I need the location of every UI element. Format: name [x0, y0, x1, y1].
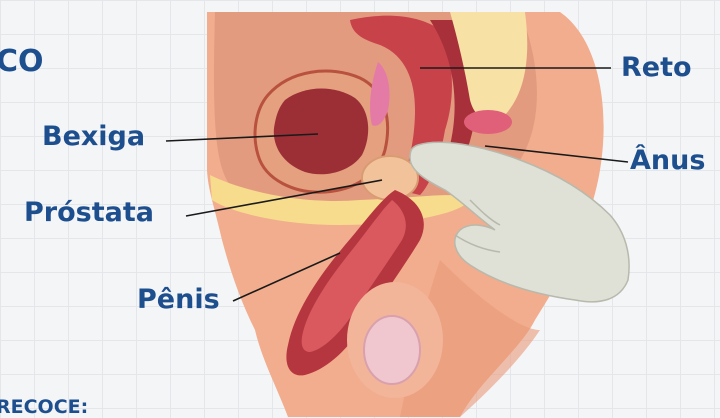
label-prostate: Próstata [24, 197, 154, 228]
testis [364, 316, 420, 384]
label-bladder: Bexiga [42, 121, 145, 152]
sphincter [464, 110, 512, 134]
label-anus: Ânus [630, 145, 705, 176]
footer-fragment: RECOCE: [0, 396, 88, 418]
heading-fragment: CO [0, 44, 44, 79]
bladder-inner [274, 88, 368, 174]
prostate [362, 156, 418, 200]
label-rectum: Reto [621, 52, 692, 83]
label-penis: Pênis [137, 284, 220, 315]
